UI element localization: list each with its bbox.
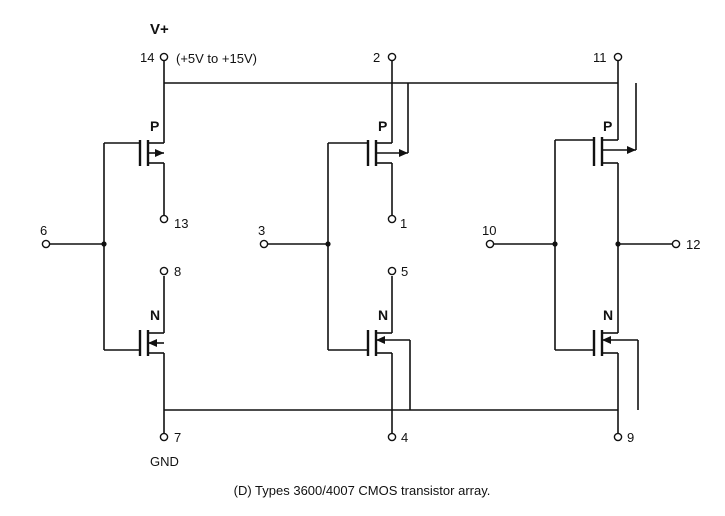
ground-rail xyxy=(163,409,619,433)
pin-7-label: 7 xyxy=(174,430,181,445)
pin-14-label: 14 xyxy=(140,50,154,65)
input-net-3 xyxy=(490,139,594,351)
pin-3-label: 3 xyxy=(258,223,265,238)
nmos-transistor-2 xyxy=(366,276,411,410)
pin-9-label: 9 xyxy=(627,430,634,445)
pin-12-label: 12 xyxy=(686,237,700,252)
pin-11-terminal xyxy=(613,52,623,62)
pin-13-label: 13 xyxy=(174,216,188,231)
pin-8-label: 8 xyxy=(174,264,181,279)
pin-9-terminal xyxy=(613,432,623,442)
pin-2-terminal xyxy=(387,52,397,62)
pmos-label-3: P xyxy=(603,118,612,134)
pin-11-label: 11 xyxy=(593,50,607,65)
input-net-2 xyxy=(264,142,368,351)
pin-1-label: 1 xyxy=(400,216,407,231)
pin-7-terminal xyxy=(159,432,169,442)
pin-2-label: 2 xyxy=(373,50,380,65)
nmos-transistor-3 xyxy=(592,318,639,410)
pin-3-terminal xyxy=(259,239,269,249)
pin-12-terminal xyxy=(671,239,681,249)
vplus-rail xyxy=(163,57,619,84)
pin-8-terminal xyxy=(159,266,169,276)
pin-1-terminal xyxy=(387,214,397,224)
vplus-label: V+ xyxy=(150,21,169,38)
nmos-label-3: N xyxy=(603,307,613,323)
pmos-label-1: P xyxy=(150,118,159,134)
pmos-transistor-1 xyxy=(138,83,165,215)
pin-14-terminal xyxy=(159,52,169,62)
pmos-transistor-3 xyxy=(592,83,637,318)
nmos-label-1: N xyxy=(150,307,160,323)
ground-label: GND xyxy=(150,454,179,469)
pin-13-terminal xyxy=(159,214,169,224)
pin-5-terminal xyxy=(387,266,397,276)
nmos-transistor-1 xyxy=(138,276,165,410)
pin-6-terminal xyxy=(41,239,51,249)
pin-10-label: 10 xyxy=(482,223,496,238)
pin-10-terminal xyxy=(485,239,495,249)
pin-5-label: 5 xyxy=(401,264,408,279)
pin-6-label: 6 xyxy=(40,223,47,238)
figure-caption: (D) Types 3600/4007 CMOS transistor arra… xyxy=(234,483,491,498)
pmos-label-2: P xyxy=(378,118,387,134)
supply-range-label: (+5V to +15V) xyxy=(176,51,257,66)
input-net-1 xyxy=(46,142,140,351)
pmos-transistor-2 xyxy=(366,83,409,215)
nmos-label-2: N xyxy=(378,307,388,323)
pin-4-label: 4 xyxy=(401,430,408,445)
output-net-3 xyxy=(615,241,676,247)
pin-4-terminal xyxy=(387,432,397,442)
